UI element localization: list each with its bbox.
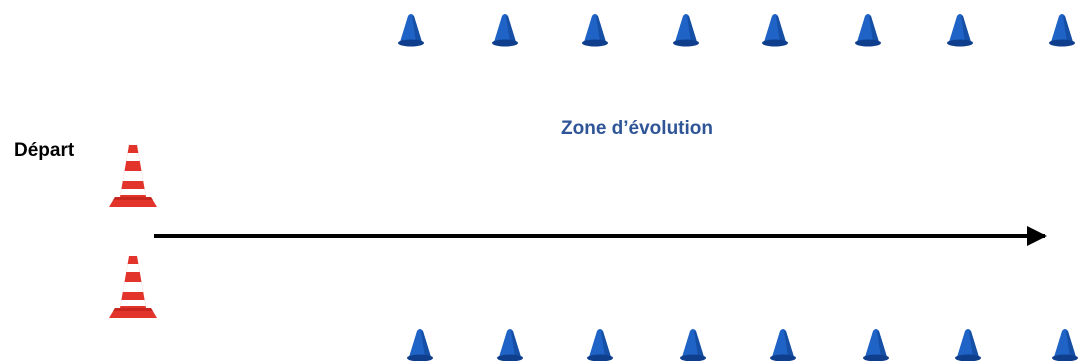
blue-cone-marker-icon bbox=[673, 14, 699, 47]
top-boundary-markers bbox=[398, 14, 1075, 47]
blue-cone-marker-icon bbox=[398, 14, 424, 47]
blue-cone-marker-icon bbox=[947, 14, 973, 47]
traffic-cone-icon bbox=[109, 256, 157, 318]
blue-cone-marker-icon bbox=[587, 329, 613, 361]
blue-cone-marker-icon bbox=[955, 329, 981, 361]
blue-cone-marker-icon bbox=[680, 329, 706, 361]
bottom-boundary-markers bbox=[407, 329, 1078, 361]
blue-cone-marker-icon bbox=[492, 14, 518, 47]
blue-cone-marker-icon bbox=[1052, 329, 1078, 361]
blue-cone-marker-icon bbox=[770, 329, 796, 361]
blue-cone-marker-icon bbox=[497, 329, 523, 361]
blue-cone-marker-icon bbox=[1049, 14, 1075, 47]
blue-cone-marker-icon bbox=[582, 14, 608, 47]
zone-label: Zone d’évolution bbox=[561, 118, 713, 139]
start-cones bbox=[109, 145, 157, 318]
start-label: Départ bbox=[14, 140, 75, 161]
blue-cone-marker-icon bbox=[762, 14, 788, 47]
traffic-cone-icon bbox=[109, 145, 157, 207]
blue-cone-marker-icon bbox=[407, 329, 433, 361]
blue-cone-marker-icon bbox=[855, 14, 881, 47]
blue-cone-marker-icon bbox=[863, 329, 889, 361]
